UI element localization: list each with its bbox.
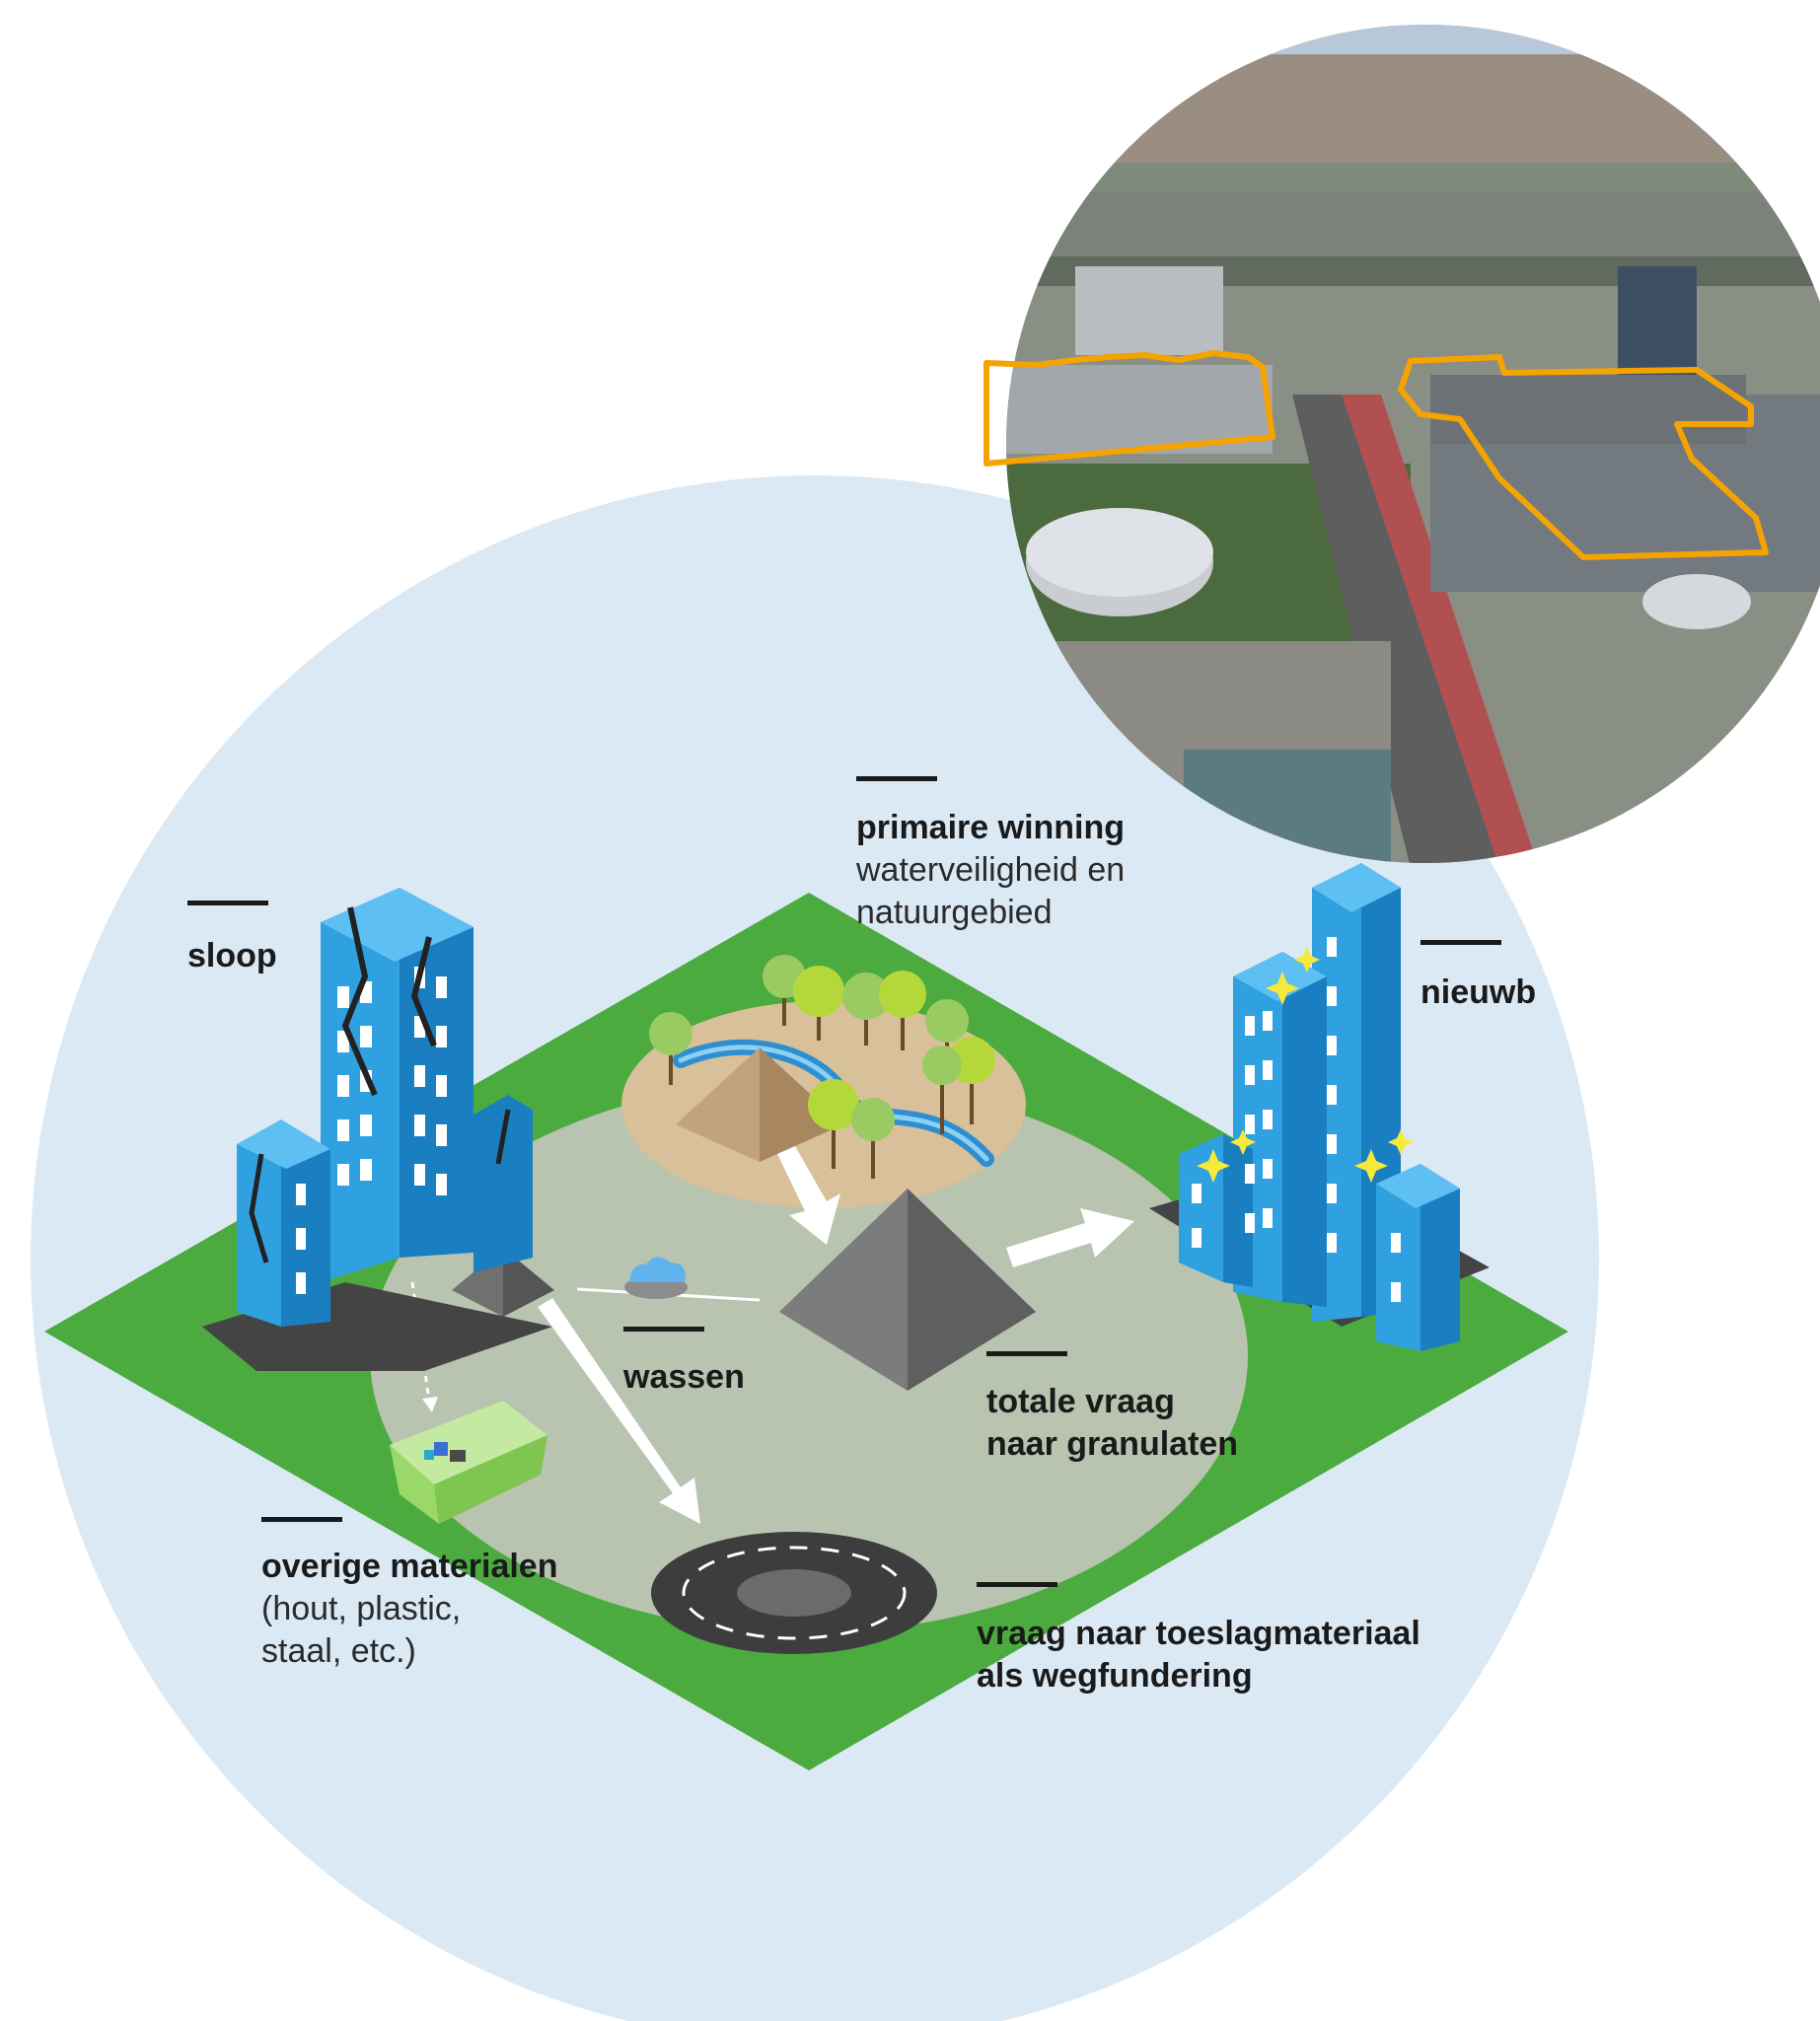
nieuwbouw-dash <box>1420 940 1501 945</box>
processing-area <box>370 1080 1248 1632</box>
overige-dash <box>261 1517 342 1522</box>
totale-dash <box>986 1351 1067 1356</box>
label-overige: overige materialen (hout, plastic, staal… <box>261 1546 557 1673</box>
sand-pyramid <box>676 1047 760 1162</box>
label-overige-sub2: staal, etc.) <box>261 1632 416 1670</box>
label-sloop-title: sloop <box>187 937 277 974</box>
primaire-dash <box>856 776 937 781</box>
waste-container <box>390 1401 547 1524</box>
new-buildings <box>1149 863 1490 1351</box>
label-primaire-sub2: natuurgebied <box>856 894 1053 931</box>
label-wassen: wassen <box>623 1356 745 1399</box>
label-wassen-title: wassen <box>623 1358 745 1396</box>
label-overige-title: overige materialen <box>261 1548 558 1585</box>
toeslag-dash <box>977 1582 1057 1587</box>
road-ring <box>651 1532 937 1654</box>
arrow-to-road <box>538 1298 700 1524</box>
aerial-photo <box>1006 25 1820 863</box>
label-overige-sub1: (hout, plastic, <box>261 1590 462 1627</box>
granulate-pyramid <box>779 1189 1036 1391</box>
wassen-dash <box>623 1327 704 1332</box>
arrow-to-nieuwbouw <box>1006 1208 1134 1267</box>
label-toeslag-title2: als wegfundering <box>977 1657 1253 1695</box>
demolished-buildings <box>202 888 552 1371</box>
washing-basin <box>624 1257 688 1299</box>
label-totale-title1: totale vraag <box>986 1383 1175 1420</box>
arrow-primary-to-granulate <box>777 1146 840 1245</box>
label-primaire-winning: primaire winning waterveiligheid en natu… <box>856 807 1125 934</box>
label-totale-title2: naar granulaten <box>986 1425 1239 1463</box>
label-vraag-toeslag: vraag naar toeslagmateriaal als wegfunde… <box>977 1613 1420 1697</box>
label-sloop: sloop <box>187 935 277 977</box>
highlight-left <box>983 350 1275 467</box>
label-nieuwbouw-title: nieuwb <box>1420 974 1537 1011</box>
label-primaire-sub1: waterveiligheid en <box>856 851 1126 889</box>
label-toeslag-title1: vraag naar toeslagmateriaal <box>977 1615 1420 1652</box>
label-nieuwbouw: nieuwb <box>1420 972 1536 1014</box>
trees <box>649 955 995 1179</box>
highlight-right <box>1398 354 1769 560</box>
label-primaire-title: primaire winning <box>856 809 1126 846</box>
label-totale-vraag: totale vraag naar granulaten <box>986 1381 1238 1466</box>
sloop-dash <box>187 901 268 905</box>
